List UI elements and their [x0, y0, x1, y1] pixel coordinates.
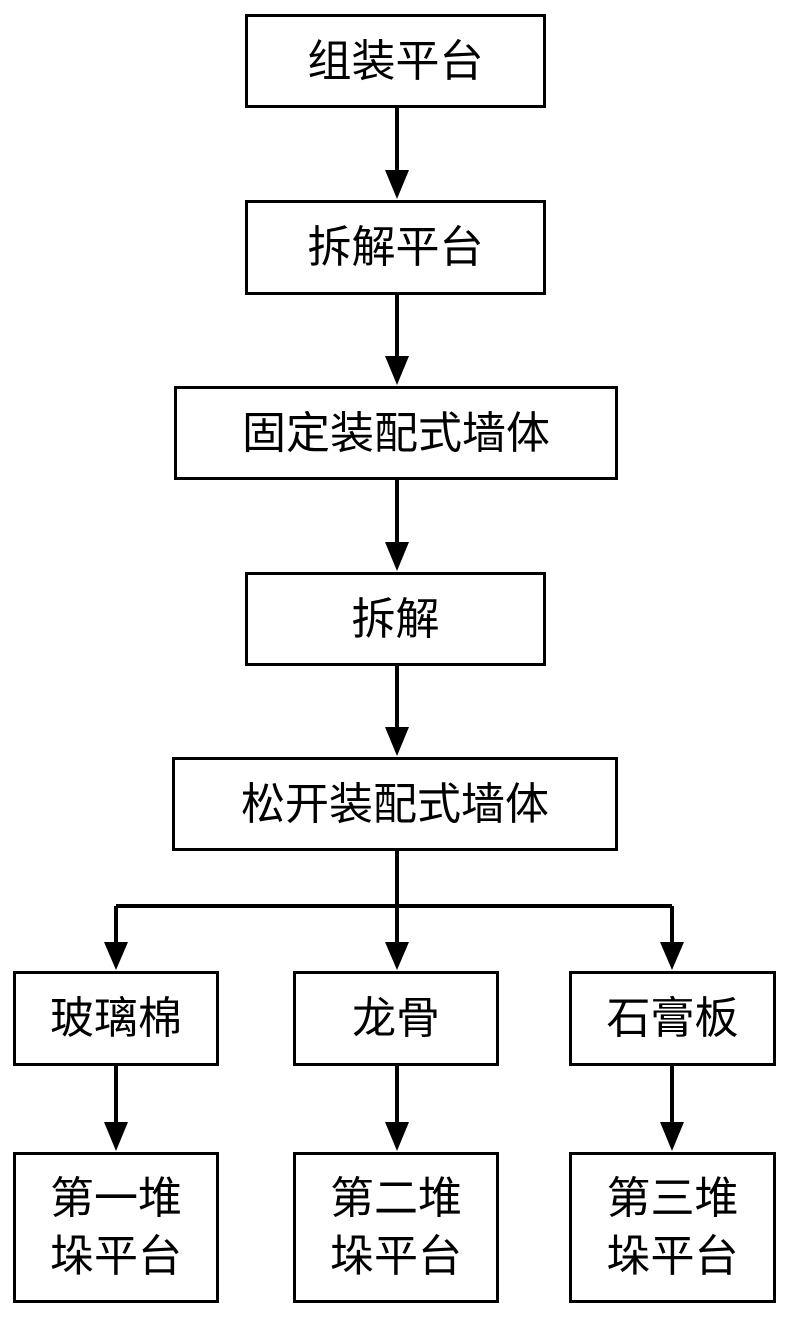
node-stack-2-line2: 垛平台 [330, 1230, 462, 1282]
arrow-gypsum-board-to-stack-3 [660, 1065, 684, 1151]
node-disassemble: 拆解 [245, 572, 546, 666]
branch-connector [116, 850, 672, 908]
node-stack-3-line1: 第三堆 [606, 1173, 739, 1225]
node-stack-2: 第二堆 垛平台 [293, 1152, 499, 1303]
node-stack-1-line1: 第一堆 [50, 1173, 182, 1225]
arrow-assembly-to-disassembly-platform [385, 107, 409, 199]
node-loosen-wall-label: 松开装配式墙体 [241, 778, 549, 830]
node-glass-wool-label: 玻璃棉 [50, 993, 182, 1044]
node-stack-3: 第三堆 垛平台 [569, 1152, 776, 1303]
node-gypsum-board-label: 石膏板 [606, 993, 739, 1044]
node-fix-wall: 固定装配式墙体 [174, 386, 618, 480]
arrow-fix-wall-to-disassemble [385, 479, 409, 571]
node-stack-1: 第一堆 垛平台 [13, 1152, 219, 1303]
node-loosen-wall: 松开装配式墙体 [172, 757, 618, 851]
node-keel-label: 龙骨 [352, 993, 440, 1044]
arrow-to-glass-wool [104, 906, 128, 970]
arrow-to-keel [385, 906, 409, 970]
node-stack-3-line2: 垛平台 [606, 1230, 739, 1282]
node-glass-wool: 玻璃棉 [13, 971, 219, 1066]
node-keel: 龙骨 [293, 971, 499, 1066]
node-disassemble-label: 拆解 [351, 593, 440, 645]
node-stack-1-line2: 垛平台 [50, 1230, 182, 1282]
node-fix-wall-label: 固定装配式墙体 [242, 407, 550, 459]
arrow-keel-to-stack-2 [385, 1065, 409, 1151]
node-assembly-platform-label: 组装平台 [307, 35, 484, 87]
arrow-glass-wool-to-stack-1 [104, 1065, 128, 1151]
arrow-to-gypsum-board [660, 906, 684, 970]
arrow-disassemble-to-loosen-wall [385, 665, 409, 756]
node-gypsum-board: 石膏板 [569, 971, 776, 1066]
arrow-disassembly-platform-to-fix-wall [385, 294, 409, 385]
node-stack-2-line1: 第二堆 [330, 1173, 462, 1225]
node-disassembly-platform: 拆解平台 [245, 200, 546, 295]
node-assembly-platform: 组装平台 [245, 14, 546, 108]
node-disassembly-platform-label: 拆解平台 [307, 222, 484, 273]
